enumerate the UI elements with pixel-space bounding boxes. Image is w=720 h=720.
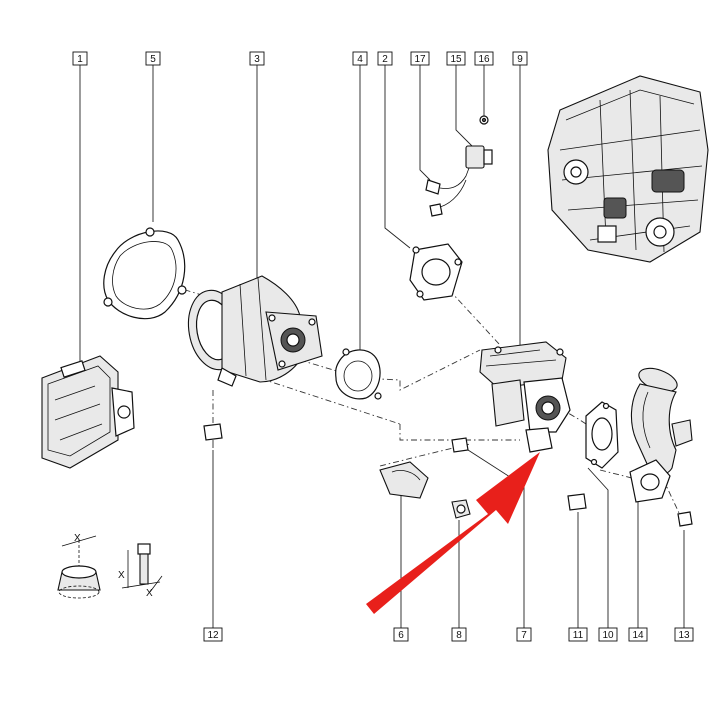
engine-thumbnail-icon: [547, 75, 709, 263]
label-3: 3: [254, 54, 260, 65]
label-8: 8: [456, 630, 462, 641]
actuator: [41, 355, 135, 469]
label-16: 16: [478, 54, 490, 65]
pipe-elbow: [629, 367, 693, 503]
label-17: 17: [414, 54, 426, 65]
label-10: 10: [602, 630, 614, 641]
red-pointer-arrow-icon: [366, 452, 540, 614]
gasket-large: [103, 227, 187, 320]
label-13: 13: [678, 630, 690, 641]
label-5: 5: [150, 54, 156, 65]
label-4: 4: [357, 54, 363, 65]
gasket-flange: [409, 243, 463, 301]
gasket-10: [585, 401, 619, 469]
label-14: 14: [632, 630, 644, 641]
part-number-labels: 1 5 3 4 2 17 15 16 9 12 6 8 7 11 10 14 1: [72, 51, 694, 642]
dim-x-top: X: [74, 533, 81, 544]
label-1: 1: [77, 54, 83, 65]
dim-x-bottom: X: [146, 588, 153, 599]
label-11: 11: [573, 630, 584, 641]
label-12: 12: [207, 630, 219, 641]
label-7: 7: [521, 630, 527, 641]
label-9: 9: [517, 54, 523, 65]
label-2: 2: [382, 54, 388, 65]
egr-body: [187, 275, 323, 387]
dim-x-left: X: [118, 570, 125, 581]
label-15: 15: [450, 54, 462, 65]
temp-sensor: [425, 115, 493, 217]
fasteners: [203, 423, 693, 527]
egr-valve: [479, 341, 571, 453]
label-6: 6: [398, 630, 404, 641]
gasket-small: [335, 348, 382, 400]
dimension-icons: X X X: [57, 533, 163, 599]
